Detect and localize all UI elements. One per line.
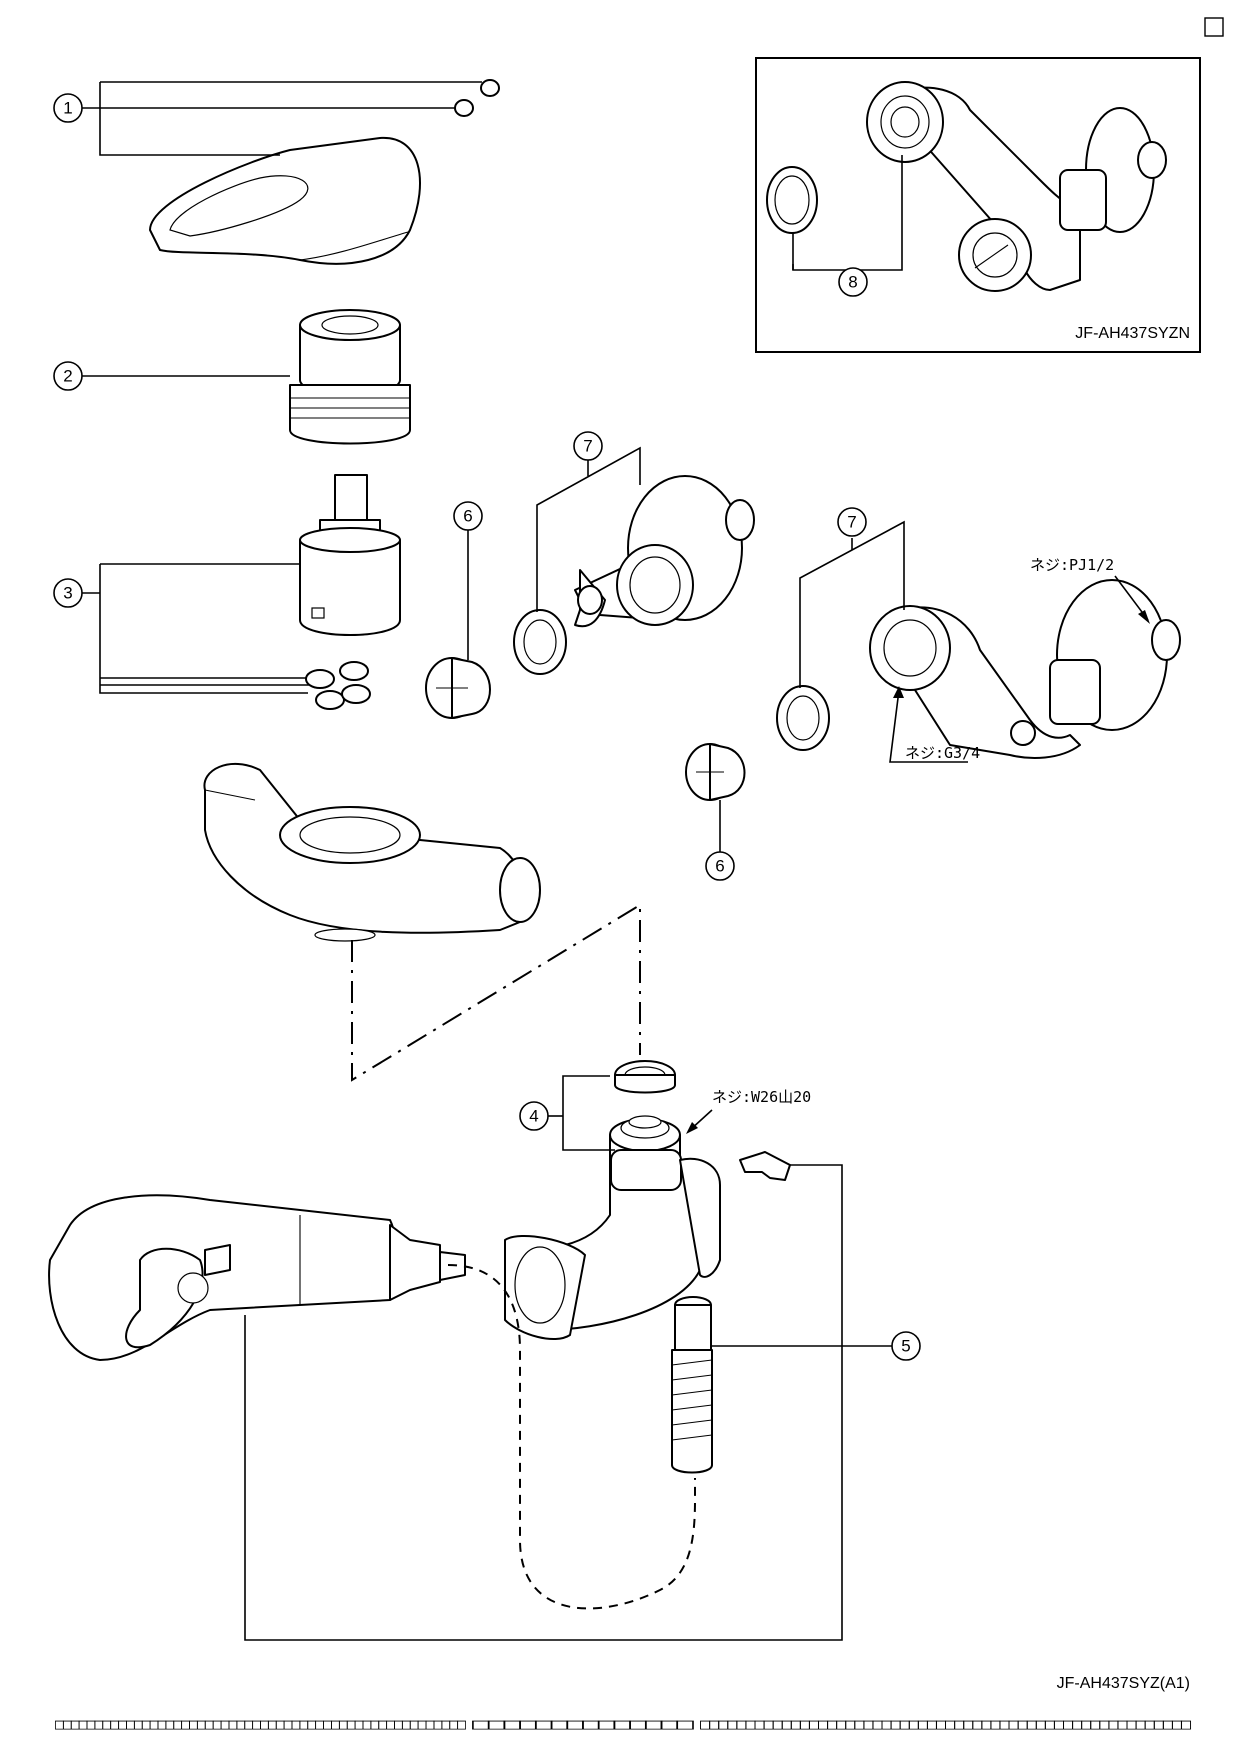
callout-3: 3	[53, 578, 83, 608]
callout-6-upper: 6	[453, 501, 483, 531]
callout-2: 2	[53, 361, 83, 391]
callout-7-center: 7	[573, 431, 603, 461]
svg-text:1: 1	[63, 99, 72, 118]
thread-note-pj: ネジ:PJ1/2	[1030, 556, 1114, 574]
valve-body	[203, 762, 541, 942]
cartridge-nut	[289, 309, 411, 445]
svg-text:4: 4	[529, 1107, 538, 1126]
svg-text:3: 3	[63, 584, 72, 603]
thread-note-g34: ネジ:G3/4	[905, 744, 980, 762]
corner-box-glyph: □	[0, 0, 1, 1]
svg-text:6: 6	[715, 857, 724, 876]
elbow-connector	[776, 579, 1181, 759]
footer-text-3: □□□□□□□□□□□□□□□□□□□□□□□□□□□□□□□□□□□□□□□□…	[700, 1715, 1191, 1733]
shower-hose	[671, 1296, 713, 1474]
svg-text:6: 6	[463, 507, 472, 526]
o-rings	[305, 661, 371, 710]
footer-text-1: □□□□□□□□□□□□□□□□□□□□□□□□□□□□□□□□□□□□□□□□…	[55, 1715, 466, 1733]
check-valve-lower	[685, 743, 746, 801]
svg-text:8: 8	[848, 273, 857, 292]
callout-1: 1	[53, 93, 83, 123]
svg-text:7: 7	[583, 437, 592, 456]
check-valve-upper	[425, 657, 491, 719]
callout-6-lower: 6	[705, 851, 735, 881]
callout-4: 4	[519, 1101, 549, 1131]
thread-note-w26: ネジ:W26山20	[712, 1088, 811, 1106]
ceramic-cartridge	[299, 474, 401, 636]
corner-checkbox	[1204, 17, 1224, 37]
spout-elbow	[504, 1060, 721, 1340]
svg-text:7: 7	[847, 513, 856, 532]
callout-5: 5	[891, 1331, 921, 1361]
model-number: JF-AH437SYZ(A1)	[1057, 1675, 1190, 1692]
inset-box: 8 JF-AH437SYZN	[755, 57, 1201, 353]
straight-connector	[513, 475, 755, 675]
inset-model-label: JF-AH437SYZN	[1075, 325, 1190, 342]
footer-text-2: □□□□□□□□□□□□□□	[472, 1715, 694, 1733]
hand-shower	[48, 1194, 466, 1361]
hose-clip	[739, 1151, 791, 1181]
svg-text:2: 2	[63, 367, 72, 386]
callout-8: 8	[838, 267, 868, 297]
svg-text:5: 5	[901, 1337, 910, 1356]
callout-7-right: 7	[837, 507, 867, 537]
lever-handle	[149, 79, 500, 265]
